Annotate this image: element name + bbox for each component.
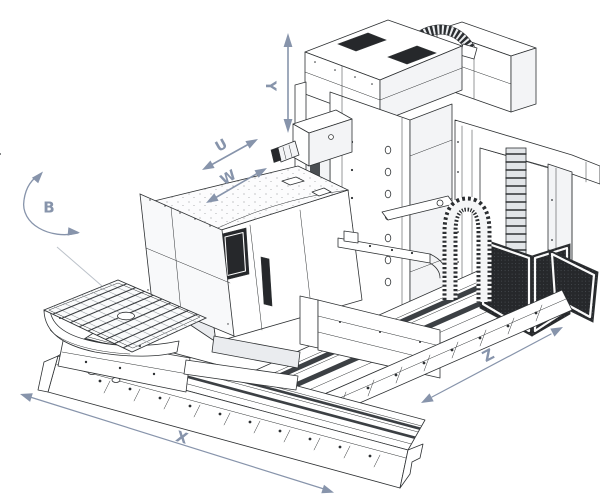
axis-label-x: X: [174, 427, 191, 448]
spindle-headstock: [270, 109, 353, 167]
rotary-table: [42, 279, 299, 393]
tool-changer-arm: [337, 195, 455, 279]
head-vent: [387, 45, 437, 65]
table-skirt: [43, 309, 180, 357]
axis-label-b: B: [43, 199, 54, 217]
axis-annotations: B Y U W X: [20, 33, 563, 494]
axis-arrow-u: U: [202, 136, 258, 170]
tool-magazine-chain: [442, 196, 492, 302]
table-arm: [183, 359, 299, 391]
axis-arrow-z: Z: [421, 327, 563, 403]
axis-arrow-w: W: [206, 167, 267, 203]
head-vent: [337, 32, 387, 52]
machine-illustration: [0, 19, 600, 489]
axis-label-w: W: [218, 167, 239, 189]
pallet-center-hole: [117, 311, 135, 321]
axis-arrow-y: Y: [262, 33, 293, 133]
axis-label-z: Z: [479, 345, 497, 366]
cross-saddle: [211, 335, 301, 369]
b-axis-leader-line: [56, 246, 103, 287]
x-bed-end-foot: [399, 443, 424, 489]
axis-label-y: Y: [262, 80, 278, 92]
x-apron-bolts: [98, 379, 372, 458]
axis-arrow-b: B: [23, 171, 80, 236]
axis-arrow-x: X: [20, 393, 334, 494]
axis-label-u: U: [213, 136, 231, 156]
